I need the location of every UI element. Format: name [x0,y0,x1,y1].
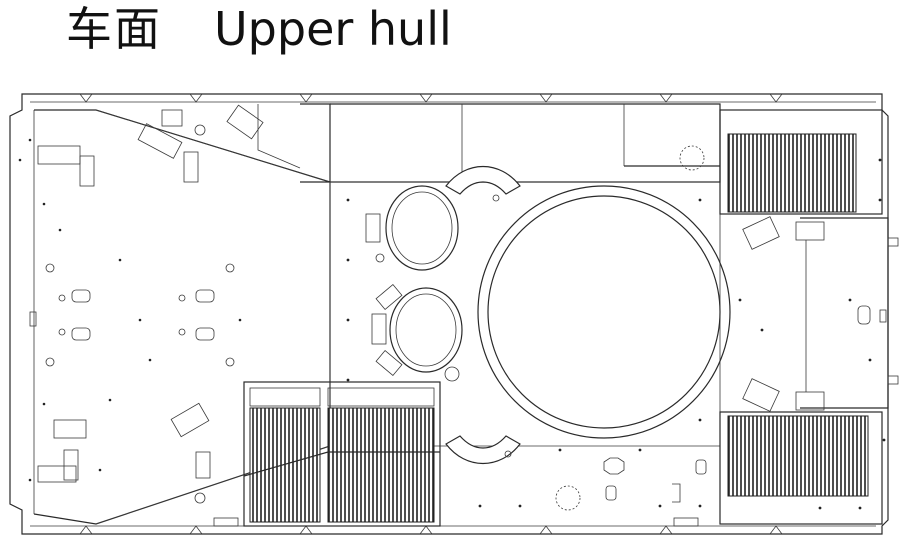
rivets [346,158,886,510]
title-english: Upper hull [214,2,452,56]
rear-plate [742,216,899,412]
crescent-guard [445,165,521,465]
title-chinese: 车面 [66,2,162,56]
center-deck [329,103,721,447]
engine-grille-icon [243,381,441,527]
driver-hatch-icon [365,185,463,382]
upper-left-sponson [161,103,331,183]
page-title: 车面 Upper hull [66,2,452,56]
turret-ring-icon [477,185,731,439]
rear-deck-fittings [213,457,707,527]
rear-grille [555,109,883,525]
